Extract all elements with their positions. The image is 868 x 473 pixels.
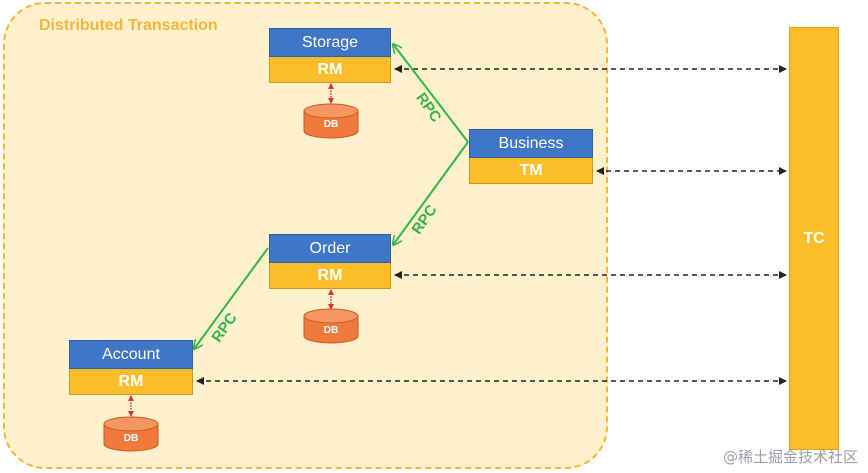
account-service-name: Account (69, 340, 193, 369)
account-db-label: DB (124, 433, 138, 444)
business-service: Business TM (469, 129, 593, 184)
order-account-rpc-line (194, 247, 269, 349)
business-tm: TM (469, 158, 593, 184)
tc-label: TC (803, 229, 825, 247)
business-service-name: Business (469, 129, 593, 158)
order-db-label: DB (324, 325, 338, 336)
rpc-label-order: RPC (409, 202, 441, 238)
order-service: Order RM (269, 234, 391, 289)
business-storage-rpc-line (393, 44, 469, 143)
order-rm: RM (269, 263, 391, 289)
storage-db-label: DB (324, 119, 338, 130)
account-service: Account RM (69, 340, 193, 395)
storage-service: Storage RM (269, 28, 391, 83)
rpc-label-account: RPC (209, 310, 241, 346)
storage-db: DB (303, 103, 359, 139)
order-db: DB (303, 308, 359, 344)
storage-service-name: Storage (269, 28, 391, 57)
account-db: DB (103, 416, 159, 452)
storage-rm: RM (269, 57, 391, 83)
watermark: @稀土掘金技术社区 (722, 448, 858, 466)
rpc-label-storage: RPC (412, 90, 444, 126)
region-label: Distributed Transaction (39, 17, 218, 34)
business-order-rpc-line (393, 141, 469, 245)
account-rm: RM (69, 369, 193, 395)
tc-coordinator: TC (789, 27, 839, 450)
order-service-name: Order (269, 234, 391, 263)
